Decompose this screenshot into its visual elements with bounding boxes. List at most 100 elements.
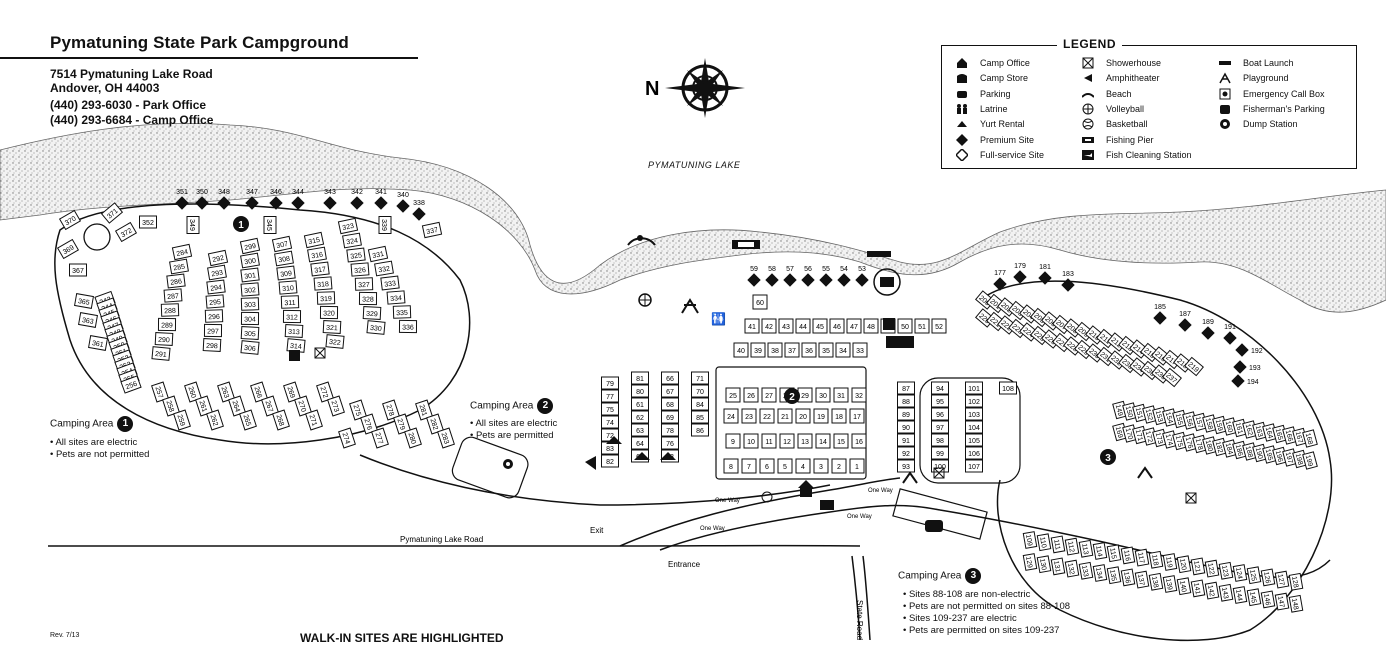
campsite[interactable]: 322 [325, 334, 345, 349]
premium-site[interactable]: 57 [783, 266, 797, 287]
campsite[interactable]: 19 [813, 408, 829, 424]
campsite[interactable]: 324 [342, 232, 362, 249]
campsite[interactable]: 286 [166, 273, 186, 289]
campsite[interactable]: 136 [1120, 568, 1136, 587]
campsite[interactable]: 305 [240, 326, 260, 340]
premium-site[interactable]: 346 [269, 189, 283, 210]
campsite[interactable]: 121 [1190, 557, 1206, 576]
campsite[interactable]: 138 [1148, 572, 1164, 591]
campsite[interactable]: 330 [366, 320, 386, 335]
campsite[interactable]: 146 [1260, 590, 1276, 609]
campsite[interactable]: 273 [327, 395, 345, 417]
campsite[interactable]: 313 [284, 324, 304, 338]
campsite[interactable]: 93 [897, 459, 915, 473]
campsite[interactable]: 256 [120, 375, 142, 394]
campsite[interactable]: 92 [897, 446, 915, 460]
campsite[interactable]: 290 [154, 332, 174, 346]
campsite[interactable]: 5 [777, 458, 793, 474]
campsite[interactable]: 144 [1232, 586, 1248, 604]
campsite[interactable]: 297 [203, 323, 223, 338]
campsite[interactable]: 29 [797, 387, 813, 403]
campsite[interactable]: 10 [743, 433, 759, 449]
premium-site[interactable]: 179 [1013, 263, 1027, 284]
campsite[interactable]: 263 [217, 381, 235, 403]
campsite[interactable]: 89 [897, 407, 915, 421]
campsite[interactable]: 34 [835, 342, 851, 358]
campsite[interactable]: 281 [415, 399, 433, 421]
campsite[interactable]: 67 [661, 384, 679, 398]
campsite[interactable]: 26 [743, 387, 759, 403]
campsite[interactable]: 14 [815, 433, 831, 449]
campsite[interactable]: 125 [1246, 566, 1262, 585]
campsite[interactable]: 87 [897, 381, 915, 395]
premium-site[interactable]: 191 [1223, 324, 1237, 345]
campsite[interactable]: 23 [741, 408, 757, 424]
campsite[interactable]: 27 [761, 387, 777, 403]
campsite[interactable]: 293 [207, 264, 227, 281]
campsite[interactable]: 32 [851, 387, 867, 403]
campsite[interactable]: 260 [184, 381, 202, 403]
campsite[interactable]: 308 [274, 250, 294, 267]
campsite[interactable]: 131 [1050, 557, 1066, 576]
premium-site[interactable]: 351 [175, 189, 189, 210]
campsite[interactable]: 296 [204, 309, 224, 323]
campsite[interactable]: 369 [56, 238, 80, 260]
campsite[interactable]: 303 [240, 297, 260, 311]
campsite[interactable]: 79 [601, 376, 619, 390]
campsite[interactable]: 2 [831, 458, 847, 474]
premium-site[interactable]: 348 [217, 189, 231, 210]
campsite[interactable]: 320 [319, 305, 339, 320]
premium-site[interactable]: 183 [1061, 271, 1075, 292]
campsite[interactable]: 331 [367, 245, 389, 263]
campsite[interactable]: 11 [761, 433, 777, 449]
campsite[interactable]: 90 [897, 420, 915, 434]
campsite[interactable]: 71 [691, 371, 709, 385]
campsite[interactable]: 122 [1204, 559, 1220, 578]
premium-site[interactable]: 192 [1235, 343, 1263, 357]
premium-site[interactable]: 59 [747, 266, 761, 287]
campsite[interactable]: 259 [173, 409, 191, 431]
campsite[interactable]: 268 [272, 409, 290, 431]
premium-site[interactable]: 53 [855, 266, 869, 287]
campsite[interactable]: 88 [897, 394, 915, 408]
campsite[interactable]: 280 [404, 427, 422, 449]
campsite[interactable]: 312 [282, 309, 302, 324]
campsite[interactable]: 139 [1162, 575, 1178, 593]
campsite[interactable]: 91 [897, 433, 915, 447]
campsite[interactable]: 292 [207, 249, 229, 267]
premium-site[interactable]: 187 [1178, 311, 1192, 332]
campsite[interactable]: 111 [1050, 535, 1066, 554]
campsite[interactable]: 367 [69, 263, 87, 277]
campsite[interactable]: 1 [849, 458, 865, 474]
campsite[interactable]: 372 [114, 221, 138, 243]
campsite[interactable]: 116 [1120, 546, 1136, 565]
campsite[interactable]: 287 [163, 288, 183, 303]
campsite[interactable]: 334 [386, 290, 406, 305]
campsite[interactable]: 41 [744, 318, 760, 334]
campsite[interactable]: 271 [305, 409, 323, 431]
campsite[interactable]: 43 [778, 318, 794, 334]
campsite[interactable]: 319 [316, 291, 336, 305]
campsite[interactable]: 114 [1092, 542, 1108, 560]
premium-site[interactable]: 56 [801, 266, 815, 287]
campsite[interactable]: 123 [1218, 561, 1234, 580]
premium-site[interactable]: 342 [350, 189, 364, 210]
campsite[interactable]: 298 [202, 338, 222, 352]
campsite[interactable]: 304 [240, 311, 260, 326]
campsite[interactable]: 18 [831, 408, 847, 424]
premium-site[interactable]: 344 [291, 189, 305, 210]
campsite[interactable]: 336 [398, 319, 418, 334]
campsite[interactable]: 46 [829, 318, 845, 334]
campsite[interactable]: 36 [801, 342, 817, 358]
campsite[interactable]: 20 [795, 408, 811, 424]
campsite[interactable]: 145 [1246, 588, 1262, 607]
campsite[interactable]: 345 [263, 216, 277, 234]
campsite[interactable]: 124 [1232, 564, 1248, 582]
campsite[interactable]: 300 [240, 252, 260, 269]
campsite[interactable]: 326 [350, 262, 370, 277]
campsite[interactable]: 15 [833, 433, 849, 449]
campsite[interactable]: 68 [661, 397, 679, 411]
campsite[interactable]: 288 [160, 303, 180, 317]
campsite[interactable]: 33 [852, 342, 868, 358]
campsite[interactable]: 74 [601, 415, 619, 429]
